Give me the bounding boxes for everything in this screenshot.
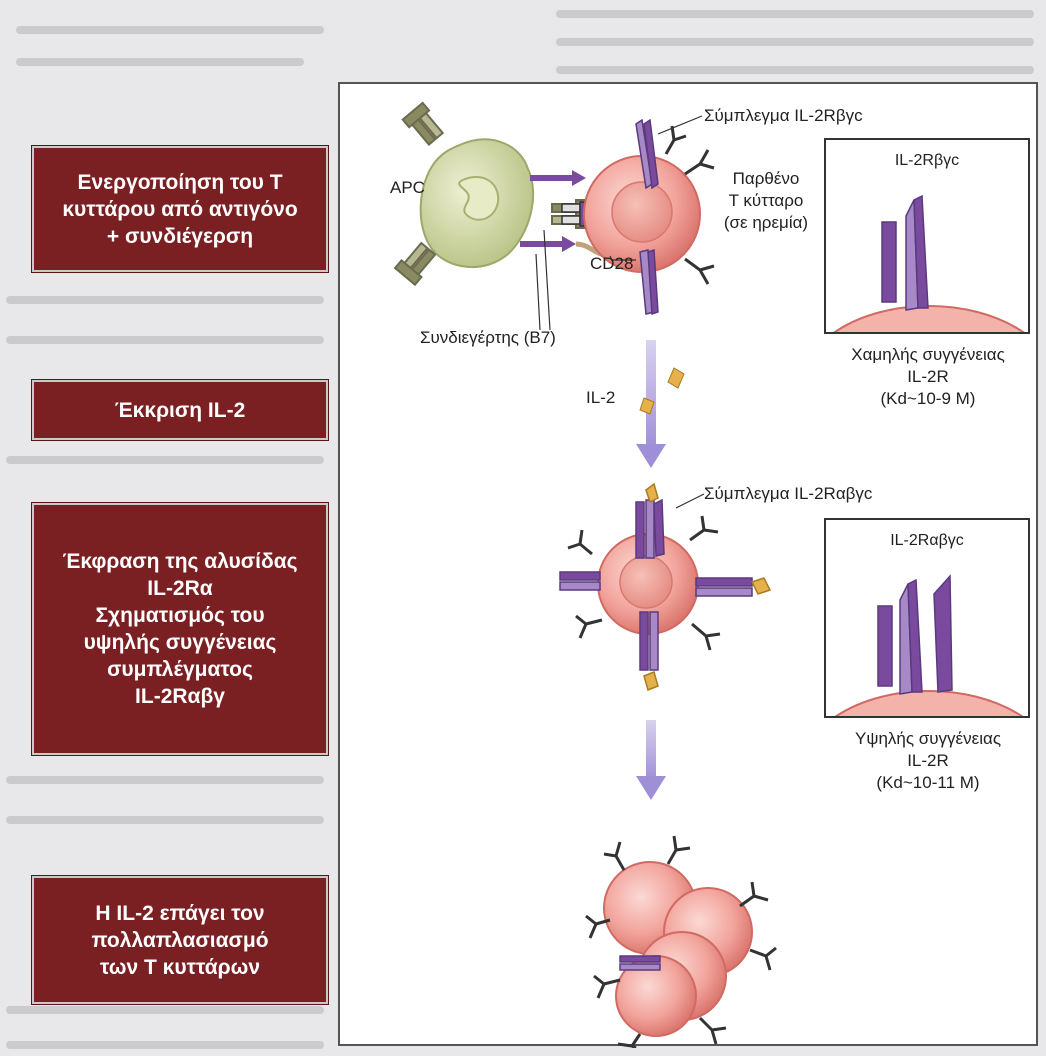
diagram-drawing [393,101,777,1048]
flow-arrow-2 [636,720,666,800]
proliferating-cell-receptors [585,835,777,1048]
inset-low-affinity: IL-2Rβγc [824,138,1030,334]
step-secretion-text: Έκκριση IL-2 [114,398,246,422]
inset-low-drawing [833,194,1025,332]
complex-bg-label: Σύμπλεγμα IL-2Rβγc [704,106,863,125]
complex-abg-label: Σύμπλεγμα IL-2Rαβγc [704,484,873,503]
inset-high-caption: Υψηλής συγγένειας IL-2R (Kd~10-11 M) [854,729,1002,792]
inset-high-affinity: IL-2Rαβγc [824,518,1030,718]
step-proliferation-text: Η IL-2 επάγει τον πολλαπλασιασμό των T κ… [91,901,269,979]
inset-low-title: IL-2Rβγc [894,152,960,169]
cd28-label: CD28 [590,254,634,273]
activated-cell-y-receptors [567,515,721,651]
il2rbg-receptor-top [635,118,659,190]
il2-label: IL-2 [586,388,616,407]
flow-arrow-1 [636,340,666,468]
apc-cell [419,138,535,268]
step-box-il2-secretion: Έκκριση IL-2 [32,380,328,440]
apc-label: APC [390,178,425,197]
proliferating-t-cells [603,861,753,1037]
step-expression-text: Έκφραση της αλυσίδας IL-2Rα Σχηματισμός … [62,550,298,708]
il2-cytokines [639,367,685,415]
naive-cell-label: Παρθένο T κύτταρο (σε ηρεμία) [723,169,809,232]
naive-t-cell [583,155,701,273]
il2rabg-receptors [559,482,772,692]
inset-low-caption: Χαμηλής συγγένειας IL-2R (Kd~10-9 M) [851,345,1005,408]
apc-signal-arrows [520,170,613,259]
inset-high-title: IL-2Rαβγc [890,532,964,549]
diagram-panel: APC Σύμπλεγμα IL-2Rβγc Παρθένο T κύτταρο… [338,82,1038,1048]
step-box-activation: Ενεργοποίηση του T κυττάρου από αντιγόνο… [32,146,328,272]
il2rbg-receptor-bottom [639,248,659,316]
step-box-proliferation: Η IL-2 επάγει τον πολλαπλασιασμό των T κ… [32,876,328,1004]
proliferating-il2r [619,955,661,971]
label-leader-lines [535,115,705,509]
step-activation-text: Ενεργοποίηση του T κυττάρου από αντιγόνο… [62,170,298,248]
b7-label: Συνδιεγέρτης (B7) [420,328,556,347]
inset-high-drawing [834,574,1024,716]
step-box-il2ra-expression: Έκφραση της αλυσίδας IL-2Rα Σχηματισμός … [32,503,328,755]
